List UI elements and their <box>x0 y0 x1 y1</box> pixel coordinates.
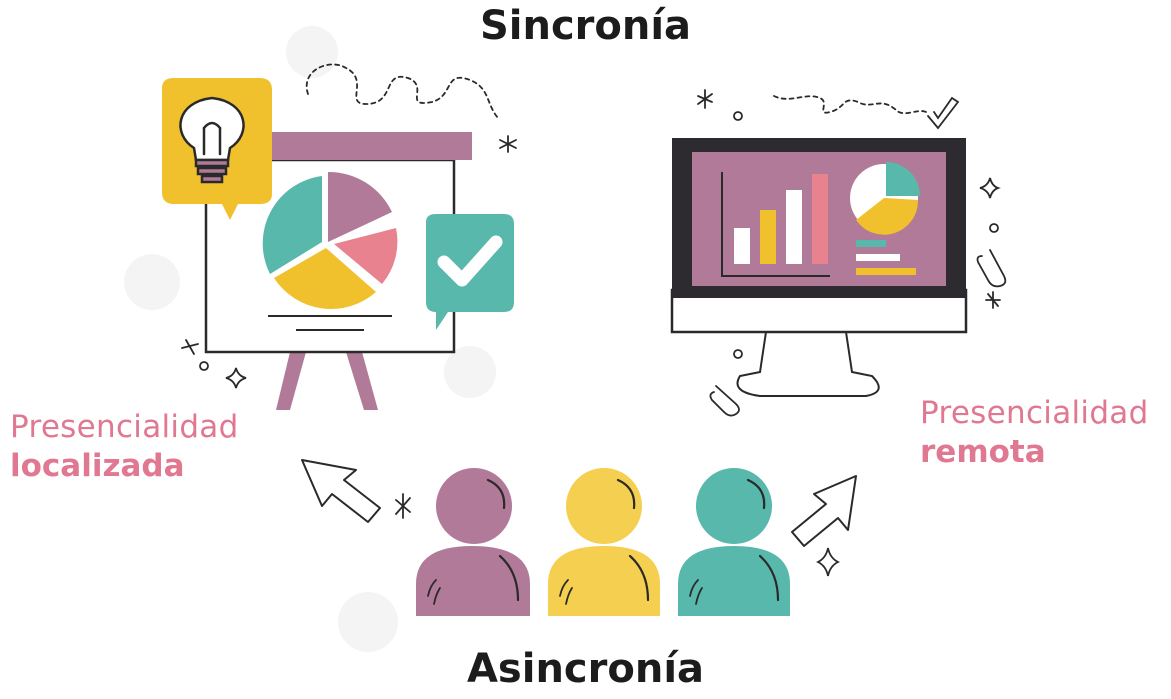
lightbulb-icon <box>179 96 245 184</box>
top-heading: Sincronía <box>479 3 692 49</box>
board-pie-chart-icon <box>262 171 398 309</box>
arrow-icon <box>301 459 381 523</box>
paperclip-icon <box>709 385 740 417</box>
checkmark-bubble <box>426 214 514 330</box>
sparkle-icon <box>225 367 247 389</box>
monitor-decorations <box>697 89 1007 417</box>
right-label-line2: remota <box>920 434 1046 470</box>
left-label: Presencialidad localizada <box>10 408 239 486</box>
sparkle-icon <box>815 547 841 577</box>
background-blobs <box>124 26 496 652</box>
board-header-bar <box>236 132 472 160</box>
bottom-heading: Asincronía <box>466 646 705 692</box>
checkmark-icon <box>927 96 960 130</box>
easel-leg-right <box>346 352 378 410</box>
paperclip-icon <box>976 249 1007 288</box>
person-icon <box>548 468 660 616</box>
monitor <box>670 138 968 397</box>
person-icon <box>678 468 790 616</box>
right-label-line1: Presencialidad <box>920 395 1149 431</box>
sparkle-icon <box>985 291 1001 309</box>
person-icon <box>416 468 530 616</box>
easel-decorations <box>181 63 517 389</box>
screen-pie-chart-icon <box>850 162 920 235</box>
sparkle-icon <box>499 135 517 153</box>
right-label: Presencialidad remota <box>920 394 1149 472</box>
sparkle-icon <box>395 493 411 519</box>
sparkle-icon <box>181 339 199 355</box>
easel-leg-left <box>276 352 306 410</box>
people-decorations <box>395 493 841 577</box>
checkmark-icon <box>437 235 503 287</box>
lightbulb-bubble <box>162 78 272 220</box>
arrow-icon <box>791 475 857 547</box>
sparkle-icon <box>979 177 1001 199</box>
left-label-line2: localizada <box>10 448 185 484</box>
left-label-line1: Presencialidad <box>10 409 239 445</box>
sparkle-icon <box>697 89 713 109</box>
bar-chart-icon <box>721 172 830 277</box>
